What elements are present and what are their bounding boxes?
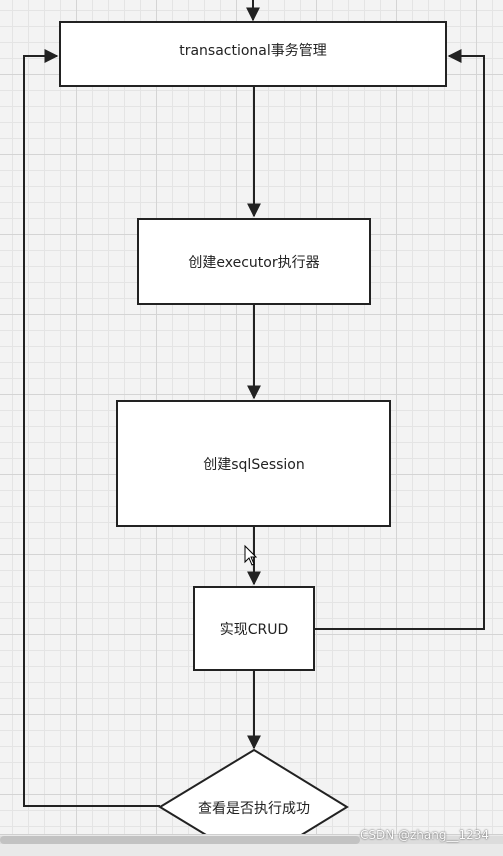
horizontal-scrollbar-thumb[interactable] [0,836,360,844]
mouse-cursor-icon [244,544,258,566]
session-node-label: 创建sqlSession [203,457,305,473]
arrow-crud-loop-to-transaction [314,49,485,630]
arrow-check-loop-to-transaction [23,49,160,807]
crud-node[interactable] [193,586,315,671]
transaction-node-label: transactional事务管理 [179,43,327,59]
crud-node-label: 实现CRUD [220,622,289,638]
check-decision-label: 查看是否执行成功 [198,801,310,817]
check-decision-node[interactable] [158,748,349,855]
csdn-watermark: CSDN @zhang__1234 [359,828,489,842]
session-node[interactable] [116,400,391,527]
executor-node[interactable] [137,218,371,305]
executor-node-label: 创建executor执行器 [188,255,319,271]
